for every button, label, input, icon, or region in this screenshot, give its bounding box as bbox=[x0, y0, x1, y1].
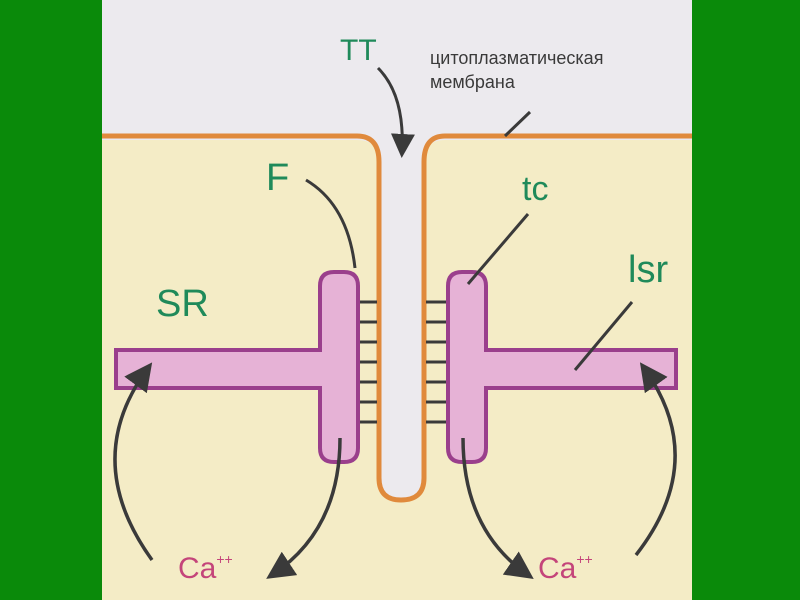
ca-release-arrow-right bbox=[461, 437, 534, 579]
label-lsr: lsr bbox=[628, 249, 668, 291]
lsr-leader bbox=[573, 301, 634, 371]
ca-symbol: Ca bbox=[538, 552, 577, 585]
membrane-leader bbox=[503, 110, 532, 138]
junctional-feet-right bbox=[426, 300, 446, 424]
ca-symbol: Ca bbox=[178, 552, 217, 585]
label-ca-right: Ca++ bbox=[538, 551, 593, 585]
ca-charge: ++ bbox=[576, 551, 592, 567]
cytoplasmic-membrane bbox=[102, 133, 692, 503]
label-tt: TT bbox=[340, 34, 377, 67]
ca-release-arrow-left bbox=[266, 437, 342, 579]
label-tc: tc bbox=[522, 170, 548, 208]
label-membrane-line1: цитоплазматическая bbox=[430, 48, 603, 68]
ca-uptake-arrow-left bbox=[113, 362, 154, 562]
label-ca-left: Ca++ bbox=[178, 551, 233, 585]
tt-arrow bbox=[376, 66, 415, 158]
label-membrane-line2: мембрана bbox=[430, 72, 516, 92]
t-tubule-lumen bbox=[102, 0, 692, 500]
sr-left bbox=[114, 270, 360, 464]
f-leader bbox=[305, 178, 357, 269]
junctional-feet-left bbox=[360, 300, 377, 424]
label-sr: SR bbox=[156, 283, 209, 325]
sr-right bbox=[446, 270, 678, 464]
ca-charge: ++ bbox=[216, 551, 232, 567]
tc-leader bbox=[466, 213, 530, 285]
ca-uptake-arrow-right bbox=[634, 362, 677, 557]
label-f: F bbox=[266, 157, 289, 199]
